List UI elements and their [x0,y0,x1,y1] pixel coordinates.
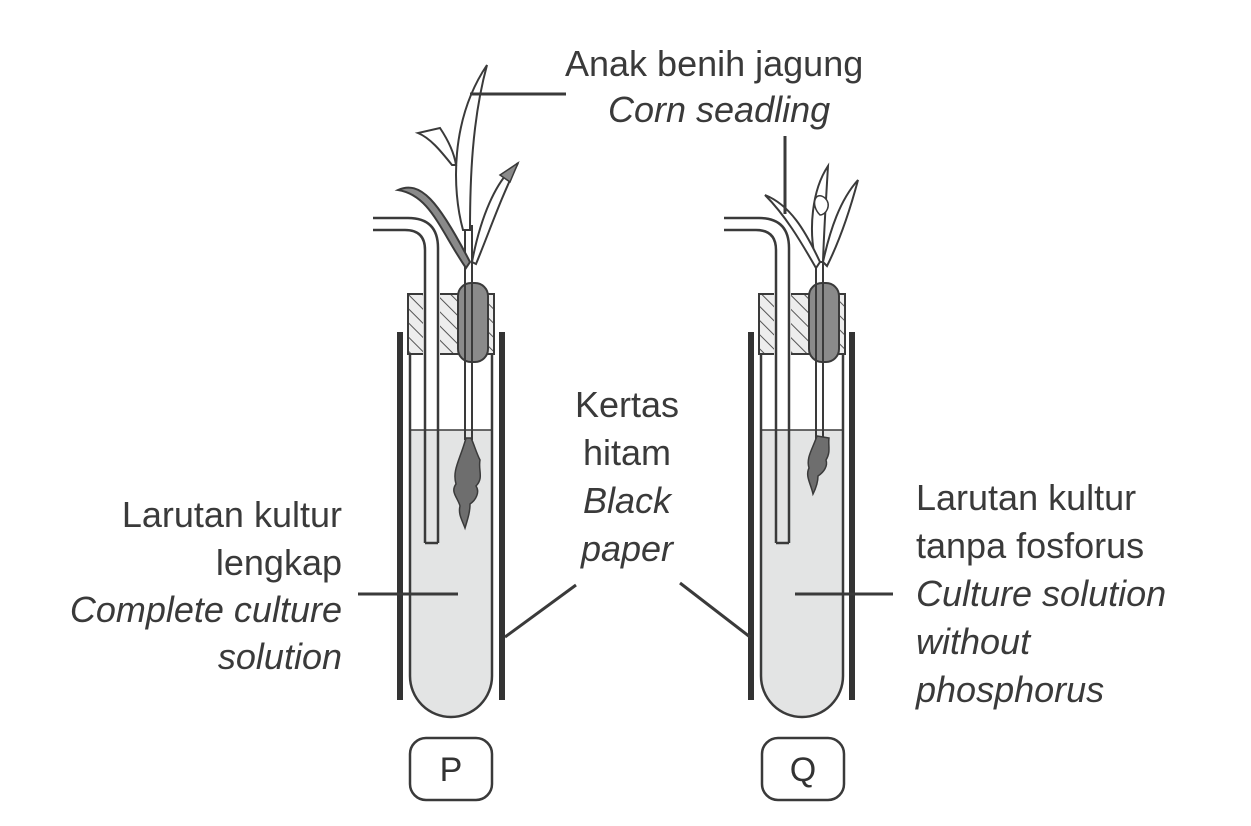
leaf-q-left [764,194,822,270]
label-nop-ms-2: tanpa fosforus [916,525,1144,566]
stopper-p-gap [423,292,440,356]
tube-label-box-p [408,736,494,802]
label-nop-ms-1: Larutan kultur [916,477,1136,518]
label-seedling-en: Corn seadling [608,89,830,130]
label-nop-en-2: without [916,621,1032,662]
aeration-tube-q-inner [724,216,791,543]
label-complete-ms-1: Larutan kultur [122,494,342,535]
culture-solution-without-phosphorus [761,430,843,717]
label-complete-ms-2: lengkap [216,542,342,583]
label-complete-en-2: solution [218,636,342,677]
tube-label-q: Q [790,751,816,789]
leaf-p-left-small [414,126,458,166]
leader-black-paper-p [504,583,577,639]
roots-q [806,435,830,497]
tube-label-p: P [440,751,463,789]
test-tube-p [408,318,494,719]
aeration-tube-p-inner [373,216,440,543]
roots-p [453,437,482,531]
aeration-tube-q [724,228,778,543]
test-tube-q [759,318,845,719]
label-seedling-ms: Anak benih jagung [565,43,863,84]
label-nop-en-3: phosphorus [915,669,1104,710]
leaf-p-right-tip [498,160,520,184]
label-paper-en-2: paper [580,528,675,569]
leaf-p-top [455,64,488,231]
tube-label-box-q [760,736,846,802]
setup-q [724,162,859,719]
stopper-q-gap [774,292,791,356]
label-nop-en-1: Culture solution [916,573,1166,614]
leaf-p-left [394,186,472,270]
label-complete-en-1: Complete culture [70,589,342,630]
leaf-q-bud [813,195,829,216]
label-paper-ms-1: Kertas [575,384,679,425]
aeration-tube-p [373,228,427,543]
leaf-q-right [821,179,859,268]
label-paper-ms-2: hitam [583,432,671,473]
setup-p [373,64,520,719]
leader-black-paper-q [679,581,751,639]
label-paper-en-1: Black [583,480,673,521]
